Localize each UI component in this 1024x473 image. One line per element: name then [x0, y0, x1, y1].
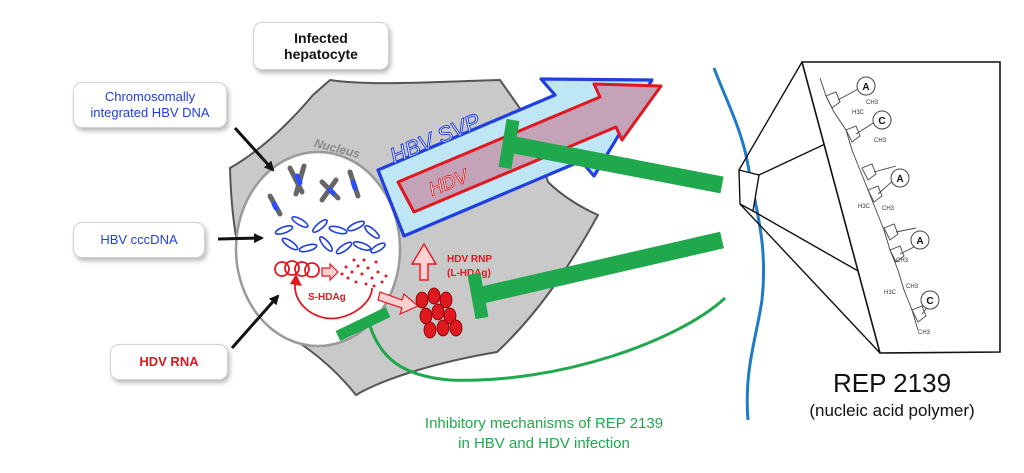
chromosomal-dna-text: Chromosomally integrated HBV DNA [90, 89, 210, 120]
molecule-panel [800, 61, 1001, 354]
rnp-assembly-arrow [410, 242, 438, 281]
molecule-base-3: A [896, 174, 903, 185]
pointer-chromosomal-dna [233, 126, 275, 172]
infected-hepatocyte-label: Infected hepatocyte [253, 22, 389, 70]
hdv-rnp-particles [415, 287, 463, 339]
methoxy-label-4: CH3 [896, 258, 909, 264]
s-hdag-cycle-arrowhead [290, 274, 302, 286]
pointer-cccdna [217, 233, 264, 244]
methoxy-label-6: CH3 [918, 330, 931, 336]
molecule-structure [819, 77, 931, 331]
caption-line-1: Inhibitory mechanisms of REP 2139 [425, 415, 663, 432]
pointer-hdv-rna [230, 294, 280, 349]
hbv-cccdna-molecules [274, 216, 386, 255]
l-hdag-label: (L-HDAg) [447, 268, 491, 279]
infected-hepatocyte-text: Infected hepatocyte [284, 30, 358, 62]
hdv-rnp-label: HDV RNP [447, 254, 492, 265]
molecule-methyl-groups: H3C CH3 CH3 H3C CH3 CH3 H3C CH3 CH3 [852, 100, 931, 336]
molecule-base-4: A [916, 236, 923, 247]
methoxy-label-3: CH3 [882, 206, 895, 212]
s-hdag-cycle-arrow [294, 279, 373, 320]
molecule-base-5: C [926, 296, 933, 307]
molecule-base-2: C [878, 116, 885, 127]
rep2139-inhibition-svp [498, 118, 724, 194]
integrated-hbv-chromosomes [267, 163, 361, 217]
hbv-cccdna-label: HBV cccDNA [73, 222, 205, 258]
methoxy-label-5: CH3 [906, 284, 919, 290]
methyl-label-1: H3C [852, 110, 865, 116]
rep2139-inhibition-nuclear [335, 296, 727, 382]
rep-2139-subtitle: (nucleic acid polymer) [809, 401, 974, 420]
rep-2139-title: REP 2139 [833, 368, 951, 398]
methyl-label-3: H3C [884, 290, 897, 296]
methoxy-label-1: CH3 [866, 100, 879, 106]
rep2139-inhibition-rnp [467, 231, 724, 320]
methoxy-label-2: CH3 [874, 138, 887, 144]
hdv-rna-label: HDV RNA [110, 344, 228, 380]
hdv-rna-rings [274, 260, 320, 278]
caption-line-2: in HBV and HDV infection [458, 435, 630, 452]
s-hdag-label: S-HDAg [308, 292, 346, 303]
hbv-cccdna-text: HBV cccDNA [100, 232, 178, 247]
methyl-label-2: H3C [858, 204, 871, 210]
s-hdag-dots [340, 258, 388, 288]
molecule-bases: A C A A C [856, 76, 940, 310]
chromosomal-dna-label: Chromosomally integrated HBV DNA [73, 82, 227, 128]
nucleic-acid-polymer-strand [712, 67, 766, 421]
hdv-rna-text: HDV RNA [139, 354, 199, 369]
nucleus-export-arrow [377, 291, 420, 316]
rna-to-protein-arrow [321, 262, 339, 282]
molecule-base-1: A [862, 82, 869, 93]
